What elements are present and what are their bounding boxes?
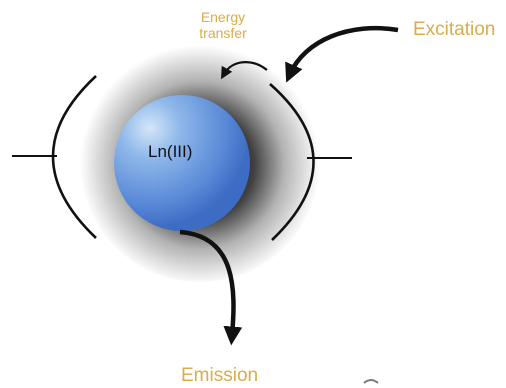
energy-transfer-arrow [220, 61, 268, 80]
energy-transfer-label: Energy transfer [190, 9, 256, 41]
emission-arrow [179, 229, 243, 346]
excitation-arrow [285, 25, 399, 83]
lanthanide-ion-sphere [114, 95, 250, 231]
energy-transfer-label-line-1: Energy [200, 9, 246, 25]
energy-transfer-label-line-2: transfer [199, 25, 247, 41]
excitation-label: Excitation [413, 19, 496, 40]
left-bracket-arc [51, 75, 97, 239]
right-bracket-arc [269, 83, 315, 241]
ion-label: Ln(III) [148, 142, 193, 161]
cropped-mark [363, 379, 379, 384]
emission-label: Emission [181, 365, 259, 386]
